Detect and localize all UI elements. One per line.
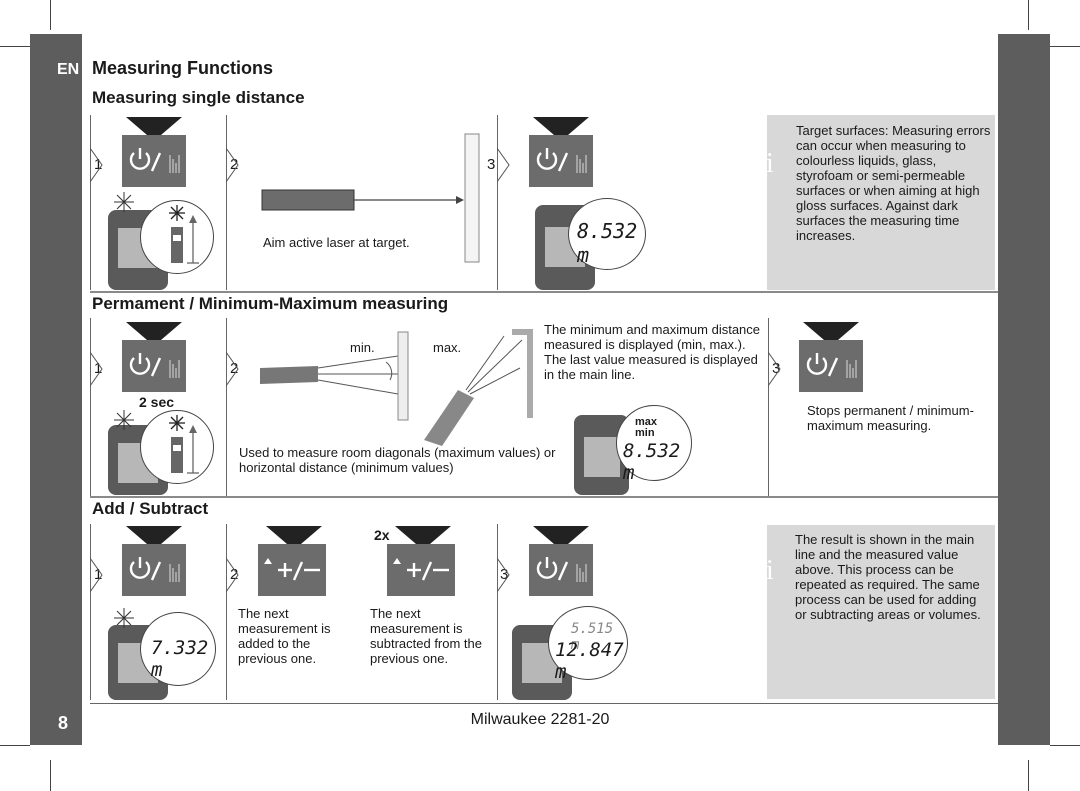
step-number: 2	[230, 156, 239, 173]
step-notch	[90, 352, 103, 386]
laser-star-icon	[114, 608, 134, 628]
display-reading: 8.532 m	[623, 440, 681, 484]
power-button-illustration	[529, 117, 593, 187]
crop-mark	[1050, 46, 1080, 47]
step-notch	[90, 558, 103, 592]
minmax-description: The minimum and maximum distance measure…	[544, 322, 761, 382]
display-bubble: max min 8.532 m	[616, 405, 692, 484]
aim-instruction: Aim active laser at target.	[263, 235, 410, 250]
crop-mark	[1050, 745, 1080, 746]
display-reading: 12.847 m	[555, 639, 624, 683]
press-twice-label: 2x	[374, 527, 390, 543]
laser-star-icon	[114, 410, 134, 430]
power-button-illustration	[799, 322, 863, 392]
power-button-illustration	[122, 322, 186, 392]
arrow-down-icon	[126, 117, 182, 141]
section-heading-single: Measuring single distance	[92, 88, 305, 107]
info-text: The result is shown in the main line and…	[795, 532, 981, 622]
step-number: 1	[94, 566, 103, 583]
footer-model: Milwaukee 2281-20	[470, 711, 610, 728]
info-box	[767, 115, 995, 290]
power-icon	[129, 148, 162, 172]
step-notch	[497, 558, 510, 592]
column-divider	[90, 524, 91, 700]
display-bubble	[140, 200, 214, 274]
language-tag: EN	[57, 61, 80, 78]
display-bubble: 8.532 m	[568, 198, 646, 270]
page-number: 8	[58, 713, 69, 733]
step-notch	[90, 148, 103, 182]
step-number: 3	[500, 566, 509, 583]
laser-aim-illustration	[261, 133, 480, 263]
section-divider	[90, 496, 998, 498]
crop-mark	[0, 745, 30, 746]
crop-mark	[50, 0, 51, 30]
min-max-illustration	[260, 329, 533, 446]
info-icon: i	[766, 555, 774, 586]
column-divider	[90, 115, 91, 290]
info-text: Target surfaces: Measuring errors can oc…	[796, 123, 991, 243]
column-divider	[226, 524, 227, 700]
step-notch	[226, 148, 239, 182]
max-tag: max	[635, 416, 658, 428]
subtract-description: The next measurement is subtracted from …	[370, 606, 482, 666]
section-heading-addsub: Add / Subtract	[92, 499, 209, 518]
laser-star-icon	[114, 192, 134, 212]
display-previous-value: 5.515 m	[571, 621, 614, 653]
power-button-illustration	[529, 526, 593, 596]
crop-mark	[1028, 0, 1029, 30]
stop-description: Stops permanent / minimum-maximum measur…	[807, 403, 974, 433]
column-divider	[226, 318, 227, 496]
hold-duration-label: 2 sec	[139, 394, 175, 410]
step-number: 1	[94, 360, 103, 377]
step-number: 3	[772, 360, 781, 377]
column-divider	[90, 318, 91, 496]
crop-mark	[0, 46, 30, 47]
step-number: 3	[487, 156, 496, 173]
display-reading: 8.532 m	[577, 219, 638, 267]
step-number: 2	[230, 566, 239, 583]
section-heading-permanent: Permament / Minimum-Maximum measuring	[92, 294, 449, 313]
min-tag: min	[635, 427, 655, 439]
info-box	[767, 525, 995, 699]
max-label: max.	[433, 340, 462, 355]
minus-button-illustration	[387, 526, 455, 596]
crop-mark	[50, 760, 51, 791]
left-margin-bar	[30, 34, 82, 745]
step-notch	[226, 352, 239, 386]
power-button-illustration	[122, 117, 186, 187]
display-bubble	[140, 410, 214, 484]
column-divider	[497, 524, 498, 700]
step-number: 1	[94, 156, 103, 173]
crop-mark	[1028, 760, 1029, 791]
display-bubble: 5.515 m 12.847 m	[548, 606, 628, 683]
plus-button-illustration	[258, 526, 326, 596]
section-divider	[90, 291, 998, 293]
column-divider	[497, 115, 498, 290]
display-bubble: 7.332 m	[140, 612, 216, 686]
footer-rule	[90, 703, 998, 704]
min-label: min.	[350, 340, 375, 355]
power-button-illustration	[122, 526, 186, 596]
add-description: The next measurement is added to the pre…	[238, 606, 331, 666]
right-margin-bar	[998, 34, 1050, 745]
column-divider	[768, 318, 769, 496]
step-notch	[226, 558, 239, 592]
info-icon: i	[766, 148, 774, 179]
step-notch	[768, 352, 781, 386]
usage-description: Used to measure room diagonals (maximum …	[239, 445, 556, 475]
step-number: 2	[230, 360, 239, 377]
display-reading: 7.332 m	[151, 637, 209, 681]
step-notch	[497, 148, 510, 182]
column-divider	[226, 115, 227, 290]
plus-minus-icon	[278, 561, 320, 581]
page-title: Measuring Functions	[92, 58, 274, 78]
